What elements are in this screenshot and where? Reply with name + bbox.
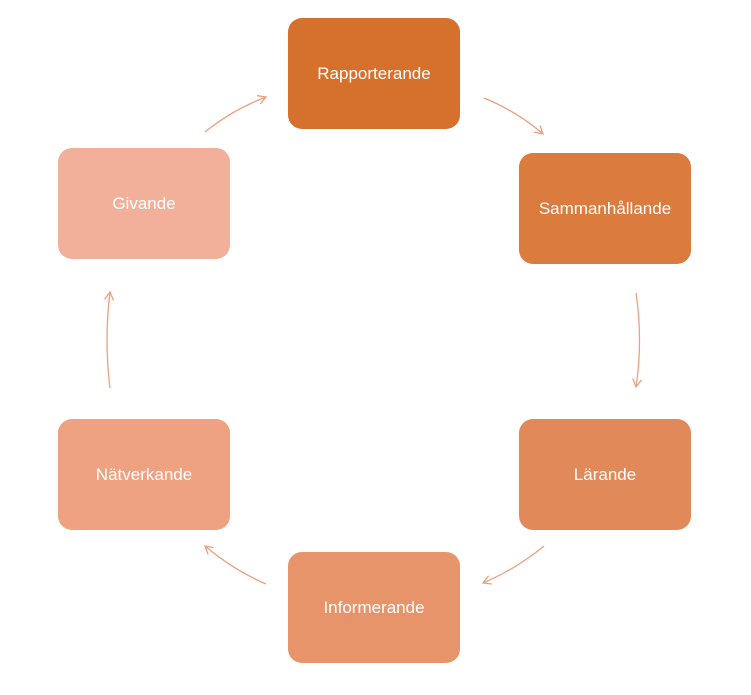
node-label-natverkande: Nätverkande	[95, 464, 193, 484]
node-rapporterande: Rapporterande	[288, 18, 460, 129]
node-label-informerande: Informerande	[323, 597, 425, 617]
arrow-informerande-to-natverkande	[205, 546, 267, 585]
arrow-rapporterande-to-sammanhallande	[483, 97, 543, 134]
node-sammanhallande: Sammanhållande	[519, 153, 691, 264]
arrow-givande-to-rapporterande	[204, 97, 266, 133]
node-larande: Lärande	[519, 419, 691, 530]
node-givande: Givande	[58, 148, 230, 259]
node-informerande: Informerande	[288, 552, 460, 663]
node-label-sammanhallande: Sammanhållande	[538, 198, 672, 218]
arrow-sammanhallande-to-larande	[636, 292, 640, 387]
arrow-larande-to-informerande	[483, 545, 545, 583]
node-label-larande: Lärande	[573, 464, 637, 484]
node-natverkande: Nätverkande	[58, 419, 230, 530]
node-label-givande: Givande	[112, 193, 176, 213]
arrow-natverkande-to-givande	[107, 292, 110, 389]
node-label-rapporterande: Rapporterande	[317, 63, 431, 83]
